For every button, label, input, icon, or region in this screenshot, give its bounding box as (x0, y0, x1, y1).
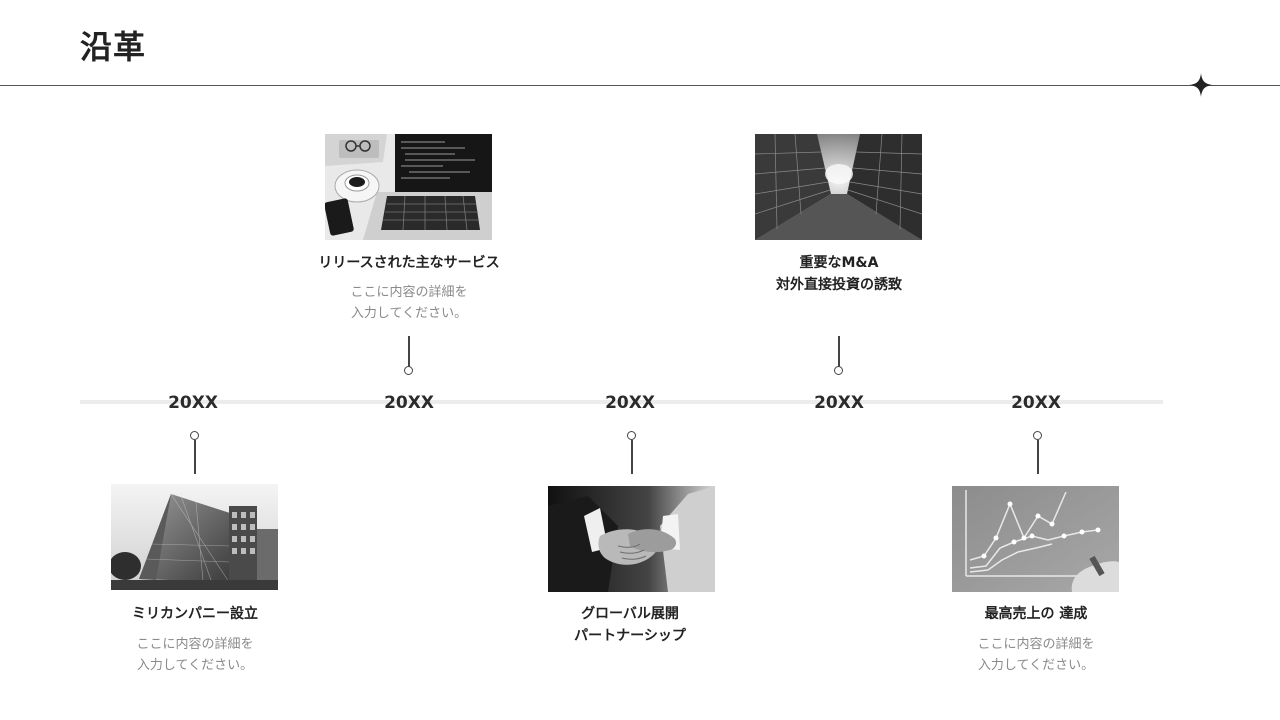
timeline-track (80, 400, 1163, 404)
timeline-connector (838, 336, 840, 368)
year-label: 20XX (384, 393, 434, 413)
milestone-title: リリースされた主なサービス (318, 255, 500, 271)
header-divider (0, 85, 1280, 86)
handshake-photo (548, 486, 715, 592)
skyscrapers-looking-up-photo (755, 134, 922, 240)
timeline-marker (1033, 431, 1042, 440)
timeline-connector (631, 440, 633, 474)
timeline-marker (190, 431, 199, 440)
milestone-description: 入力してください。 (977, 658, 1095, 673)
timeline-connector (194, 440, 196, 474)
timeline-connector (1037, 440, 1039, 474)
laptop-coffee-desk-photo (325, 134, 492, 240)
milestone-description: ここに内容の詳細を (136, 637, 254, 652)
milestone-description: 入力してください。 (350, 306, 468, 321)
year-label: 20XX (168, 393, 218, 413)
milestone-title: ミリカンパニー設立 (132, 606, 258, 622)
timeline-marker (834, 366, 843, 375)
timeline-connector (408, 336, 410, 368)
milestone-title: グローバル展開 (581, 606, 679, 622)
timeline-marker (627, 431, 636, 440)
milestone-title: 最高売上の 達成 (984, 606, 1088, 622)
year-label: 20XX (1011, 393, 1061, 413)
sparkle-icon (1189, 73, 1213, 97)
milestone-description: ここに内容の詳細を (350, 285, 468, 300)
office-building-photo (111, 484, 278, 590)
milestone-title: 重要なM&A (799, 255, 879, 271)
year-label: 20XX (605, 393, 655, 413)
milestone-description: ここに内容の詳細を (977, 637, 1095, 652)
milestone-description: 入力してください。 (136, 658, 254, 673)
timeline-marker (404, 366, 413, 375)
page-title: 沿革 (80, 28, 147, 66)
milestone-title-line2: 対外直接投資の誘致 (776, 277, 902, 293)
line-chart-sketch-photo (952, 486, 1119, 592)
milestone-title-line2: パートナーシップ (574, 628, 686, 644)
year-label: 20XX (814, 393, 864, 413)
